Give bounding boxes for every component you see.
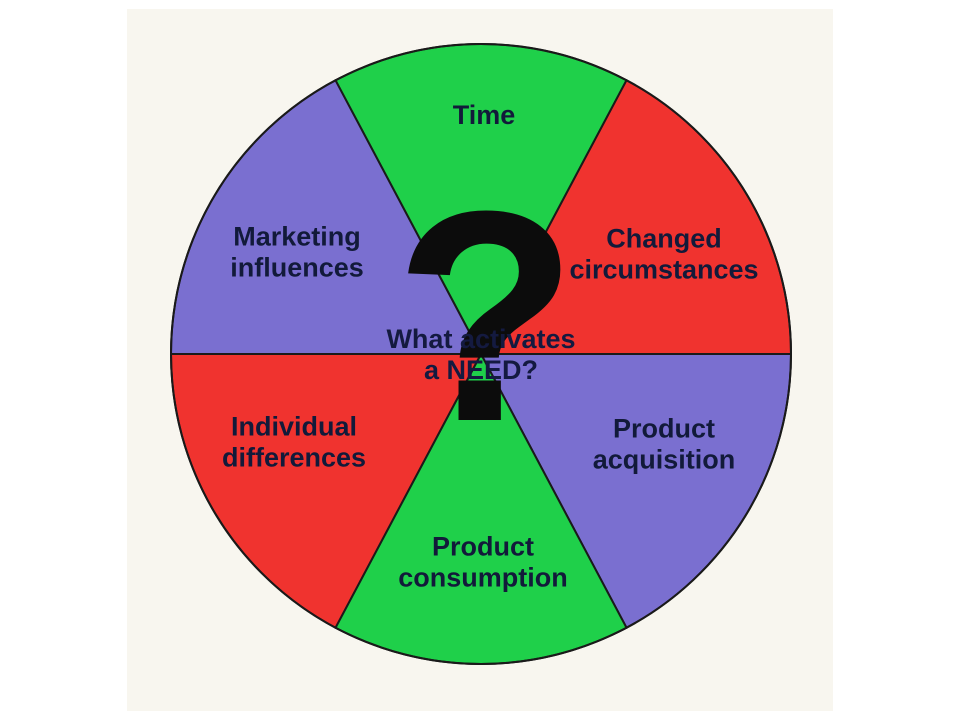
- segment-label-product-acquisition-line-2: acquisition: [593, 445, 736, 475]
- segment-label-individual-differences-line-1: Individual: [231, 412, 357, 442]
- segment-label-changed-circumstances-line-2: circumstances: [569, 255, 758, 285]
- segment-label-product-acquisition-line-1: Product: [613, 414, 715, 444]
- segment-label-individual-differences-line-2: differences: [222, 443, 366, 473]
- center-question-line-2: a NEED?: [424, 355, 538, 385]
- wheel-segments: [169, 43, 793, 665]
- segment-label-marketing-influences-line-2: influences: [230, 253, 364, 283]
- segment-labels: TimeChangedcircumstancesProductacquisiti…: [222, 100, 759, 593]
- question-mark-icon: ?: [394, 148, 577, 484]
- segment-label-product-consumption-line-1: Product: [432, 532, 534, 562]
- segment-label-time-line-1: Time: [453, 100, 516, 130]
- wheel-outline: [170, 43, 792, 665]
- segment-label-marketing-influences-line-1: Marketing: [233, 222, 361, 252]
- segment-label-product-consumption-line-2: consumption: [398, 563, 568, 593]
- center-question-line-1: What activates: [386, 324, 575, 354]
- segment-label-changed-circumstances-line-1: Changed: [606, 224, 722, 254]
